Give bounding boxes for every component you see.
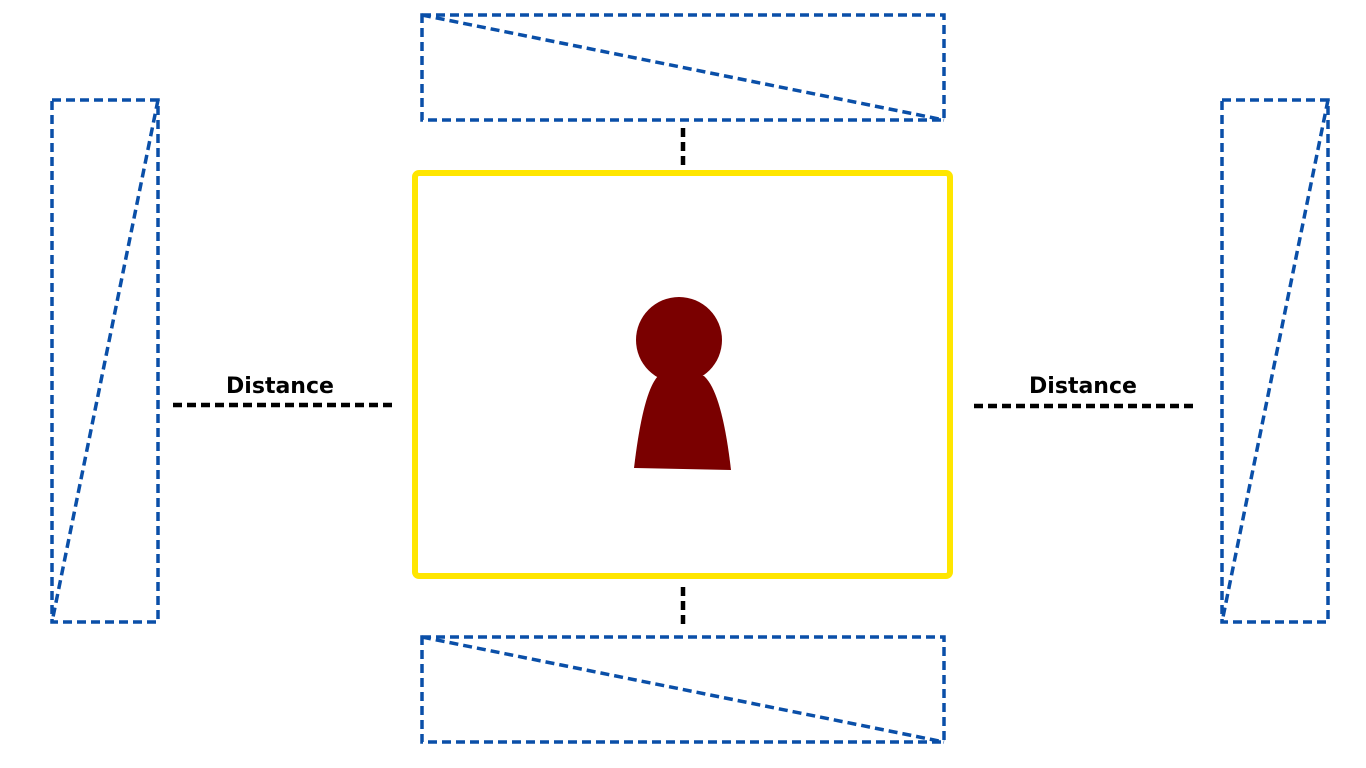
right-panel (1220, 98, 1330, 624)
center-frame (412, 170, 953, 579)
left-panel (50, 98, 160, 624)
person-icon (634, 297, 731, 470)
left-distance-label: Distance (226, 374, 334, 399)
right-distance-label: Distance (1029, 374, 1137, 399)
bottom-panel (420, 635, 946, 744)
top-panel (420, 13, 946, 122)
